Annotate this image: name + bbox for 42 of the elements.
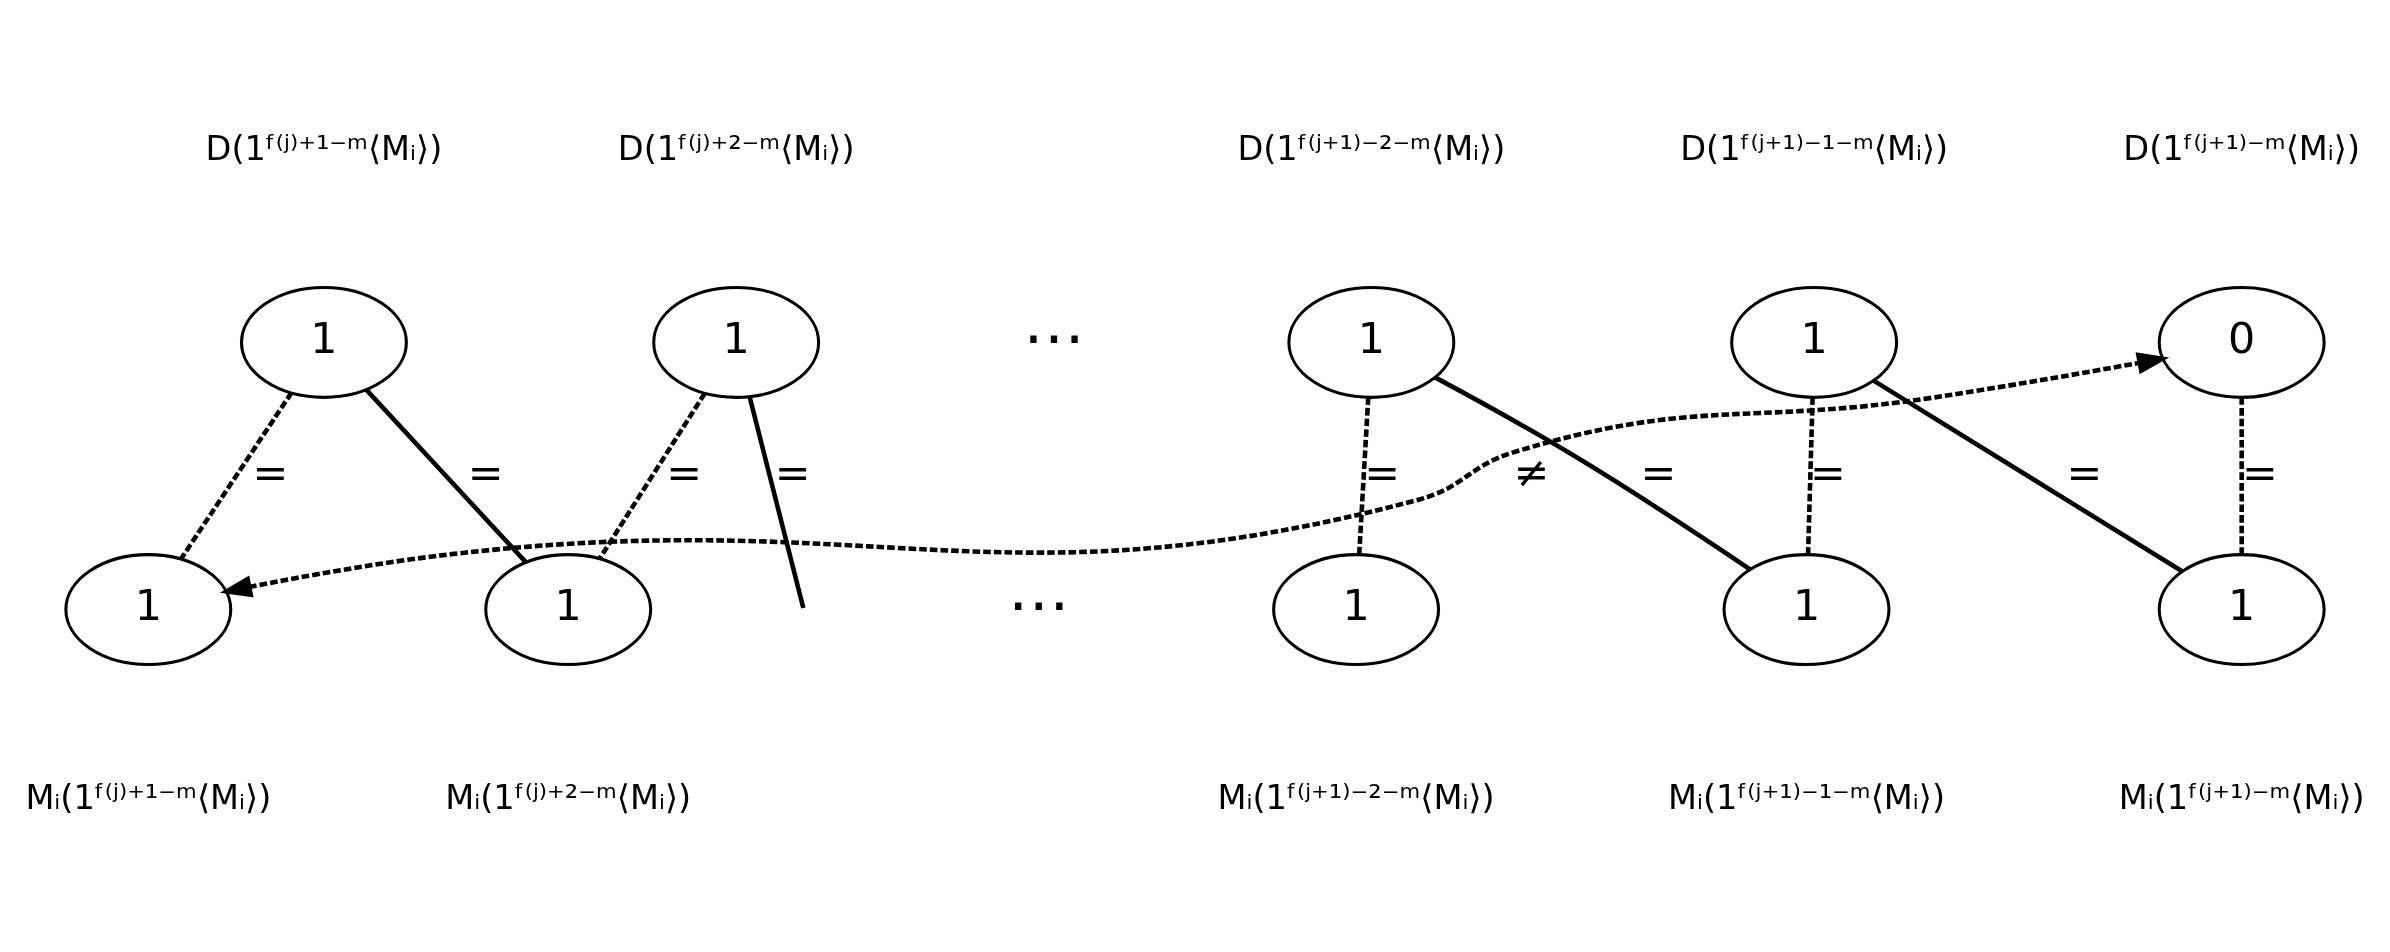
arrow xyxy=(219,352,2170,598)
node-ellipse: 1 xyxy=(1287,285,1456,399)
edge-label: = xyxy=(2242,446,2278,497)
node-ellipse: 1 xyxy=(2157,553,2326,667)
node-ellipse: 1 xyxy=(64,553,233,667)
connector xyxy=(747,396,806,609)
node-ellipse: 1 xyxy=(239,285,408,399)
node-ellipse: 0 xyxy=(2157,285,2326,399)
label: ⋯ xyxy=(1007,567,1070,639)
node-label: D(1ᶠ⁽ʲ⁺¹⁾⁻¹⁻ᵐ⟨Mᵢ⟩) xyxy=(1680,129,1949,169)
label: ⋯ xyxy=(1023,300,1085,372)
node-ellipse: 1 xyxy=(484,553,653,667)
node-label: Mᵢ(1ᶠ⁽ʲ⁺¹⁾⁻ᵐ⟨Mᵢ⟩) xyxy=(2118,778,2365,818)
edge-label: = xyxy=(666,446,703,497)
node-ellipse: 1 xyxy=(652,285,821,399)
connector xyxy=(179,391,294,561)
node-ellipse: 1 xyxy=(1722,553,1891,667)
edge-label: = xyxy=(252,446,289,497)
edge-label: = xyxy=(1640,446,1677,497)
edge-label: ≠ xyxy=(1513,446,1550,497)
node-label: Mᵢ(1ᶠ⁽ʲ⁾⁺¹⁻ᵐ⟨Mᵢ⟩) xyxy=(25,778,272,818)
node-label: Mᵢ(1ᶠ⁽ʲ⁺¹⁾⁻¹⁻ᵐ⟨Mᵢ⟩) xyxy=(1667,778,1946,818)
connector xyxy=(597,392,707,560)
edge-label: = xyxy=(467,446,504,497)
edge-label: = xyxy=(1364,446,1400,497)
connector xyxy=(1433,375,1752,572)
edge-label: = xyxy=(1809,446,1846,497)
node-label: D(1ᶠ⁽ʲ⁺¹⁾⁻ᵐ⟨Mᵢ⟩) xyxy=(2123,129,2361,169)
node-ellipse: 1 xyxy=(1730,285,1899,399)
connector xyxy=(2239,397,2244,555)
node-label: D(1ᶠ⁽ʲ⁾⁺²⁻ᵐ⟨Mᵢ⟩) xyxy=(617,129,855,169)
edge-label: = xyxy=(774,446,811,497)
connector xyxy=(1356,397,1371,555)
connector xyxy=(364,388,528,564)
node-ellipse: 1 xyxy=(1272,553,1441,667)
node-label: D(1ᶠ⁽ʲ⁺¹⁾⁻²⁻ᵐ⟨Mᵢ⟩) xyxy=(1237,129,1506,169)
node-label: Mᵢ(1ᶠ⁽ʲ⁺¹⁾⁻²⁻ᵐ⟨Mᵢ⟩) xyxy=(1217,778,1495,818)
node-label: Mᵢ(1ᶠ⁽ʲ⁾⁺²⁻ᵐ⟨Mᵢ⟩) xyxy=(445,778,692,818)
connector xyxy=(1805,397,1815,555)
edge-label: = xyxy=(2066,446,2103,497)
node-label: D(1ᶠ⁽ʲ⁾⁺¹⁻ᵐ⟨Mᵢ⟩) xyxy=(205,129,443,169)
connector xyxy=(1872,378,2184,574)
